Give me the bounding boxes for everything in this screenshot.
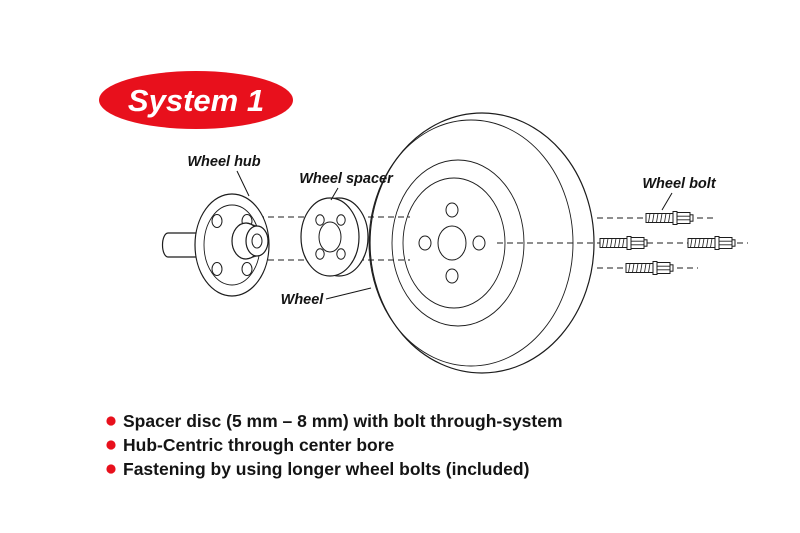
bolt-head-tip xyxy=(731,239,736,247)
wheel-hub-label: Wheel hub xyxy=(187,154,260,170)
bolt-head-facets xyxy=(631,240,644,246)
bolt-head xyxy=(718,237,733,249)
system-badge: System 1 xyxy=(99,71,293,129)
bullet-dot xyxy=(106,440,116,450)
wheel-bolt-hole xyxy=(445,268,459,284)
spacer-center-bore xyxy=(318,221,342,253)
bolt-flange xyxy=(626,236,632,250)
wheel-bolt-leader-line xyxy=(661,192,673,211)
wheel-label: Wheel xyxy=(281,292,325,308)
bolt-threads xyxy=(628,263,651,273)
wheel-rim-face xyxy=(402,177,506,309)
part-labels: Wheel hub Wheel spacer Wheel Wheel bolt xyxy=(187,154,716,308)
spacer-bolt-hole xyxy=(315,248,325,260)
wheel-spacer-label: Wheel spacer xyxy=(299,171,394,187)
hub-center-cylinder-lines xyxy=(245,222,258,260)
bolt-head-facets xyxy=(677,215,690,221)
spacer-bolt-hole xyxy=(336,248,346,260)
bolt-head xyxy=(630,237,645,249)
hub-shaft xyxy=(161,232,202,258)
wheel-bolt-hole xyxy=(472,235,486,251)
wheel-hub-leader-line xyxy=(236,170,250,197)
bullet-item-1: Spacer disc (5 mm – 8 mm) with bolt thro… xyxy=(123,411,563,431)
bolt-head-tip xyxy=(669,264,674,272)
bolt-head xyxy=(656,262,671,274)
bolt-flange xyxy=(672,211,678,225)
bullet-dot xyxy=(106,416,116,426)
bullet-dot xyxy=(106,464,116,474)
bolt-head-facets xyxy=(719,240,732,246)
wheel-bolt-drawing xyxy=(625,261,674,275)
bolt-flange xyxy=(652,261,658,275)
hub-bolt-hole xyxy=(241,262,253,276)
bullet-item-2: Hub-Centric through center bore xyxy=(123,435,395,455)
hub-center-bore xyxy=(251,233,263,249)
wheel-hub-drawing xyxy=(161,193,270,297)
wheel-rim-outer xyxy=(391,159,525,327)
hub-bolt-hole xyxy=(211,214,223,228)
bolt-threads xyxy=(648,213,671,223)
bolt-head-tip xyxy=(689,214,694,222)
bolt-flange xyxy=(714,236,720,250)
wheel-bolt-drawing xyxy=(645,211,694,225)
feature-bullet-list: Spacer disc (5 mm – 8 mm) with bolt thro… xyxy=(106,411,563,479)
wheel-bolt-label: Wheel bolt xyxy=(642,176,716,192)
wheel-bolt-drawing xyxy=(599,236,648,250)
spacer-bolt-hole xyxy=(315,214,325,226)
system-badge-label: System 1 xyxy=(128,83,264,118)
wheel-spacer-leader-line xyxy=(330,187,339,201)
wheel-bolt-hole xyxy=(445,202,459,218)
wheel-leader-line xyxy=(325,287,372,300)
wheel-bolts xyxy=(599,211,736,275)
wheel-bolt-hole xyxy=(418,235,432,251)
system-badge-shape xyxy=(99,71,293,129)
bolt-head-tip xyxy=(643,239,648,247)
bolt-head-facets xyxy=(657,265,670,271)
bolt-head xyxy=(676,212,691,224)
bolt-threads xyxy=(602,238,625,248)
wheel-spacer-drawing xyxy=(300,197,369,277)
bolt-threads xyxy=(690,238,713,248)
spacer-bolt-hole xyxy=(336,214,346,226)
hub-bolt-hole xyxy=(211,262,223,276)
wheel-center-bore xyxy=(437,225,467,261)
bullet-item-3: Fastening by using longer wheel bolts (i… xyxy=(123,459,529,479)
wheel-bolt-drawing xyxy=(687,236,736,250)
